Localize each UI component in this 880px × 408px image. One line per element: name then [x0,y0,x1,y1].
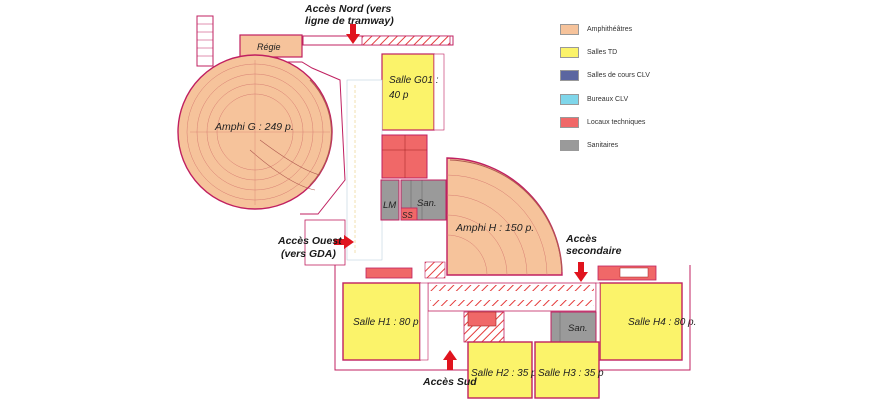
legend-item-bureaux-clv: Bureaux CLV [560,93,700,105]
south-access-label: Accès Sud [422,376,477,388]
salle-h3 [534,341,600,399]
central-corridor [346,79,383,261]
legend-swatch [560,24,579,35]
ss-label: SS [402,211,413,220]
building-outline [334,265,691,371]
west-stairs [196,15,214,67]
legend-label: Locaux techniques [587,118,646,126]
west-access-label-line2: (vers GDA) [281,248,336,260]
amphi-g-outer-wall [258,61,346,215]
amphi-h [446,157,563,276]
salle-h4 [599,282,683,361]
legend-label: Salles TD [587,49,618,57]
legend-label: Bureaux CLV [587,95,629,103]
salle-h4-label: Salle H4 : 80 p. [628,317,696,328]
salle-h3-label: Salle H3 : 35 p [538,368,604,379]
salle-h2 [467,341,533,399]
south-access-arrow [443,350,457,370]
amphi-g [177,54,333,210]
north-access-arrow [346,24,360,44]
legend-item-salles-td: Salles TD [560,47,700,59]
technical-room-upper [381,134,428,179]
legend-swatch [560,47,579,59]
legend-label: Amphithéâtres [587,26,633,33]
salle-g01-label-line1: Salle G01 : [389,75,439,86]
legend-swatch [560,93,579,105]
legend-item-sanitaires: Sanitaires [560,139,700,151]
amphi-g-label: Amphi G : 249 p. [214,121,294,133]
west-access-arrow [334,235,354,249]
san-bottom-label: San. [568,323,588,334]
regie-label: Régie [257,42,281,52]
legend-swatch [560,116,579,128]
salle-h1 [342,282,421,361]
lm-room [380,179,400,221]
lm-label: LM [383,200,396,211]
san-top-label: San. [417,198,437,209]
salle-h1-label: Salle H1 : 80 p [353,317,419,328]
salle-g01 [381,53,435,131]
stair-h [424,261,446,279]
secondary-access-label-line1: Accès [565,233,597,245]
secondary-access-arrow [574,262,588,282]
technical-strip [365,267,413,279]
amphi-h-label: Amphi H : 150 p. [455,222,534,234]
legend-label: Sanitaires [587,141,619,149]
ss-room [400,207,418,221]
legend-item-amphitheatres: Amphithéâtres [560,24,700,35]
sanitary-lower [550,311,597,343]
legend-swatch [560,70,579,82]
north-access-label-line2: ligne de tramway) [305,15,394,27]
legend-item-salles-cours-clv: Salles de cours CLV [560,70,700,82]
north-access-label-line1: Accès Nord (vers [304,3,392,15]
legend: Amphithéâtres Salles TD Salles de cours … [560,24,700,163]
legend-swatch [560,139,579,151]
salle-h2-label: Salle H2 : 35 p [471,368,537,379]
legend-item-locaux-techniques: Locaux techniques [560,116,700,128]
salle-g01-label-line2: 40 p [389,90,409,101]
legend-label: Salles de cours CLV [587,72,650,80]
west-access-label-line1: Accès Ouest [277,235,342,247]
secondary-access-label-line2: secondaire [566,245,622,257]
